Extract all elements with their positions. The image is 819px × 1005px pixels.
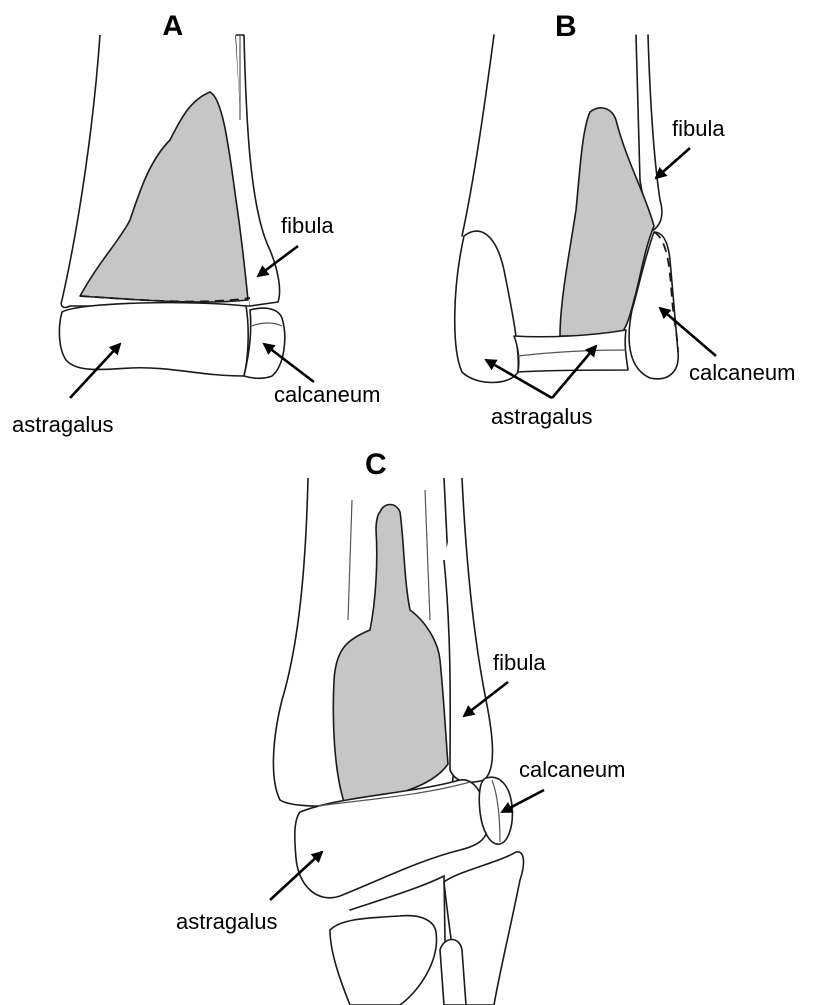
panel-b-fibula-label: fibula	[672, 116, 725, 141]
panel-a: A fibula calcaneum astragalus	[12, 10, 380, 437]
panel-c-fibula	[444, 478, 493, 782]
panel-b-astragalus-label: astragalus	[491, 404, 593, 429]
panel-b-fibula-arrow	[656, 148, 690, 178]
panel-a-fibula-label: fibula	[281, 213, 334, 238]
panel-c-lower-bone-inner	[440, 940, 466, 1005]
panel-b-tibia-right-edge	[636, 35, 640, 180]
panel-a-calcaneum	[244, 308, 285, 378]
panel-c-letter: C	[365, 448, 387, 481]
panel-c-calcaneum-label: calcaneum	[519, 757, 625, 782]
panel-a-astragalus	[59, 303, 248, 376]
panel-b-tibia-left-edge	[462, 35, 494, 236]
panel-c-lower-bone-left	[330, 916, 437, 1005]
panel-c-astragalus-label: astragalus	[176, 909, 278, 934]
panel-b-fibula	[648, 35, 662, 232]
panel-b: B fibula calcaneum astragalus	[455, 10, 796, 429]
panel-b-letter: B	[555, 10, 577, 43]
panel-c-fibula-label: fibula	[493, 650, 546, 675]
panel-c: C fibula calcaneum astragalus	[176, 448, 625, 1005]
panel-a-calcaneum-label: calcaneum	[274, 382, 380, 407]
panel-b-calcaneum-label: calcaneum	[689, 360, 795, 385]
panel-a-astragalus-label: astragalus	[12, 412, 114, 437]
